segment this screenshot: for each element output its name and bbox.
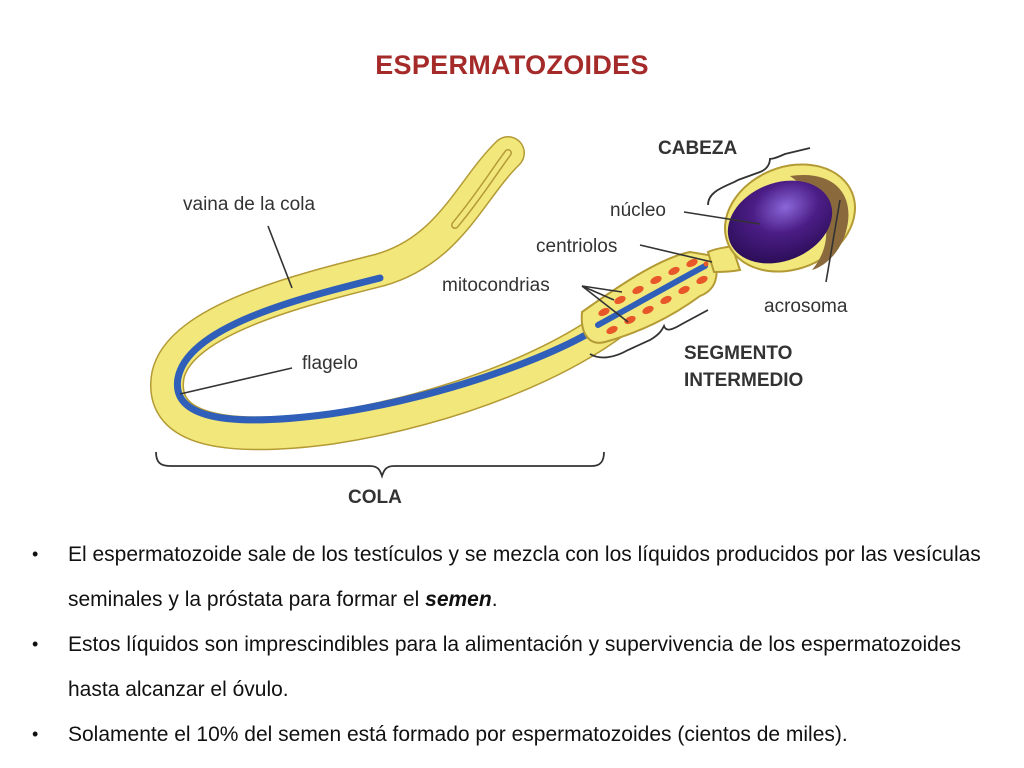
mitochondrion xyxy=(642,305,654,315)
tail-tip-inner xyxy=(452,150,511,228)
mitochondrion xyxy=(632,285,644,295)
mitochondrion xyxy=(660,295,672,305)
label-nucleo: núcleo xyxy=(610,200,666,221)
bullet-text: Solamente el 10% del semen está formado … xyxy=(68,723,848,746)
mitochondrion xyxy=(668,266,680,276)
bullet-list: • El espermatozoide sale de los testícul… xyxy=(30,532,990,757)
bullet-item: • Solamente el 10% del semen está formad… xyxy=(30,712,990,757)
bullet-text-end: . xyxy=(491,588,498,611)
mitochondrion xyxy=(678,285,690,295)
label-intermedio: INTERMEDIO xyxy=(684,370,803,391)
bullet-dot: • xyxy=(32,544,39,564)
label-cola: COLA xyxy=(348,487,402,508)
label-segmento: SEGMENTO xyxy=(684,343,792,364)
bullet-item: • El espermatozoide sale de los testícul… xyxy=(30,532,990,622)
bullet-text: Estos líquidos son imprescindibles para … xyxy=(68,633,961,701)
label-cabeza: CABEZA xyxy=(658,138,737,159)
mitochondrion xyxy=(614,295,626,305)
sperm-diagram: CABEZA núcleo centriolos vaina de la col… xyxy=(150,136,856,508)
slide-title: ESPERMATOZOIDES xyxy=(375,50,649,80)
bullet-dot: • xyxy=(32,634,39,654)
label-acrosoma: acrosoma xyxy=(764,296,848,317)
label-centriolos: centriolos xyxy=(536,236,617,257)
mitochondrion xyxy=(598,307,610,317)
leader-mito-3 xyxy=(581,285,623,293)
leader-nucleo xyxy=(683,211,761,225)
label-mitocondrias: mitocondrias xyxy=(442,275,550,296)
mitochondrion xyxy=(650,275,662,285)
midpiece-axis xyxy=(595,263,708,328)
tail-sheath xyxy=(151,137,656,449)
label-vaina: vaina de la cola xyxy=(183,194,315,215)
acrosome-cap xyxy=(790,174,849,270)
bullet-emphasis: semen xyxy=(425,588,492,611)
nucleus xyxy=(727,180,833,264)
centriole xyxy=(703,261,709,267)
leader-mito-2 xyxy=(581,285,629,323)
leader-mito-1 xyxy=(581,285,615,301)
mitochondrion xyxy=(606,325,618,335)
bullet-text: El espermatozoide sale de los testículos… xyxy=(68,543,981,611)
bullet-dot: • xyxy=(32,724,39,744)
flagellum-axis xyxy=(173,274,624,424)
cabeza-bracket xyxy=(707,147,811,206)
segmento-bracket xyxy=(589,309,709,359)
leader-vaina xyxy=(267,225,293,289)
head xyxy=(724,163,856,273)
label-flagelo: flagelo xyxy=(302,353,358,374)
leader-centriolos xyxy=(639,244,713,263)
cola-bracket xyxy=(155,451,605,479)
mitochondrion xyxy=(696,275,708,285)
midpiece xyxy=(580,250,723,344)
leader-flagelo xyxy=(179,367,293,395)
bullet-item: • Estos líquidos son imprescindibles par… xyxy=(30,622,990,712)
mitochondrion xyxy=(686,258,698,268)
leader-acrosoma xyxy=(825,199,841,283)
tail xyxy=(150,136,657,451)
mitochondria-cluster xyxy=(598,258,708,335)
